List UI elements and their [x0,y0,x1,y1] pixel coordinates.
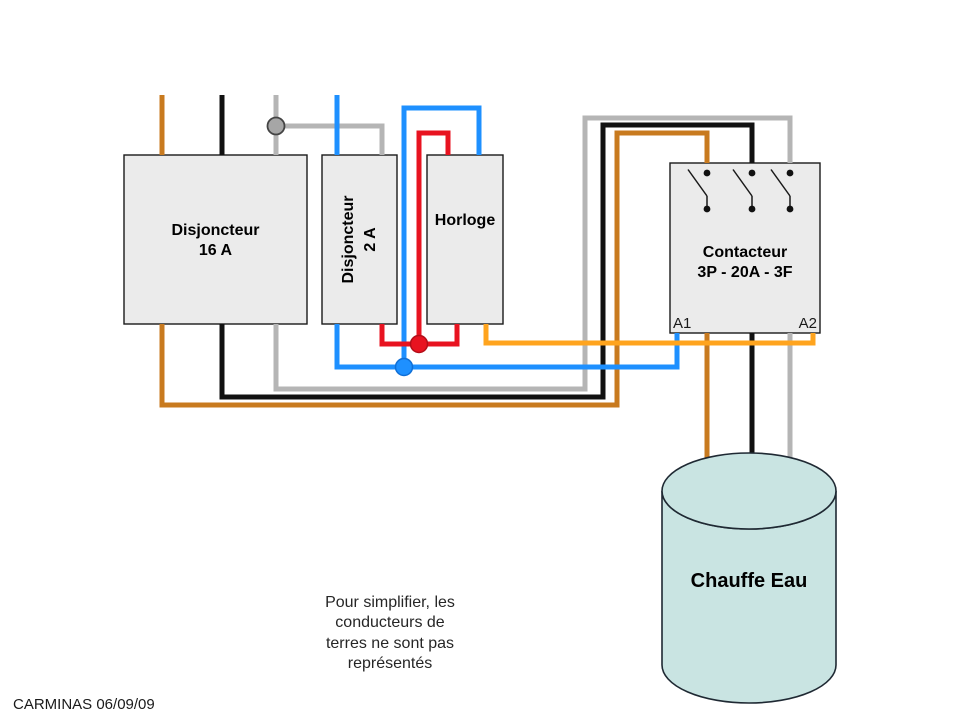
clock-box [426,154,504,325]
note-line-2: conducteurs de [335,614,445,631]
breaker-2a-box [321,154,398,325]
water-heater-cylinder [661,452,837,704]
breaker-2a-label-line1: Disjoncteur [340,195,357,283]
contactor-label-line1: Contacteur [703,244,787,261]
water-heater-label: Chauffe Eau [691,570,808,592]
wire-orange-light [483,324,816,346]
contact-switch-3 [770,169,794,213]
contactor-box [669,162,821,334]
contactor-terminal-a1: A1 [673,315,691,332]
junction-dot-gray [266,116,286,136]
note-line-1: Pour simplifier, les [325,594,455,611]
breaker-16a-label-line1: Disjoncteur [171,222,259,239]
contact-switch-1 [687,169,711,213]
contactor-terminal-a2: A2 [799,315,817,332]
contact-switch-2 [732,169,756,213]
contactor-label-line2: 3P - 20A - 3F [697,264,792,281]
note-block: Pour simplifier, les conducteurs de terr… [325,594,455,672]
breaker-16a-box [123,154,308,325]
junction-dot-red [409,334,429,354]
wire-black [219,95,755,470]
contactor-contacts [687,169,794,213]
wire-blue [334,95,680,370]
wire-gray [273,95,793,470]
junction-dot-blue [394,357,414,377]
clock-label: Horloge [435,212,496,229]
breaker-2a-label-line2: 2 A [362,227,379,252]
credit-text: CARMINAS 06/09/09 [13,696,155,713]
wire-orange-dark [159,95,710,470]
note-line-3: terres ne sont pas [326,635,454,652]
breaker-16a-label-line2: 16 A [199,242,233,259]
breaker-2a-label: Disjoncteur 2 A [340,195,379,283]
note-line-4: représentés [348,655,433,672]
